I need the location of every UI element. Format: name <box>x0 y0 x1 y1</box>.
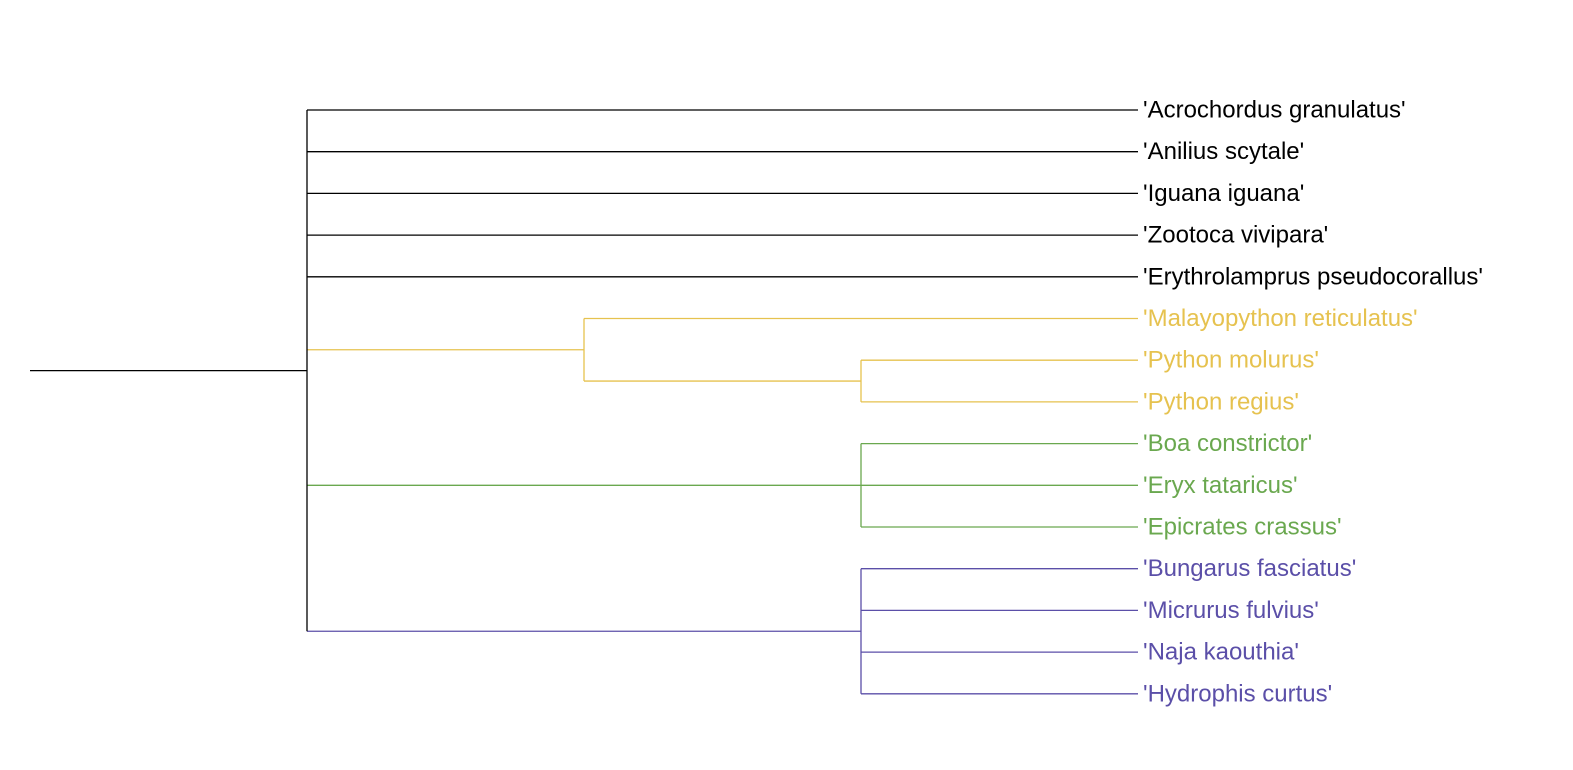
leaf-label: 'Anilius scytale' <box>1143 138 1304 165</box>
leaf-label: 'Bungarus fasciatus' <box>1143 555 1356 582</box>
leaf-label: 'Acrochordus granulatus' <box>1143 97 1406 124</box>
leaf-label: 'Micrurus fulvius' <box>1143 597 1319 624</box>
tree-branches <box>30 109 1138 695</box>
leaf-label: 'Eryx tataricus' <box>1143 472 1298 499</box>
leaf-label: 'Python molurus' <box>1143 347 1319 374</box>
leaf-label: 'Malayopython reticulatus' <box>1143 305 1418 332</box>
leaf-label: 'Zootoca vivipara' <box>1143 222 1328 249</box>
leaf-label: 'Naja kaouthia' <box>1143 639 1299 666</box>
leaf-label: 'Hydrophis curtus' <box>1143 680 1332 707</box>
leaf-label: 'Epicrates crassus' <box>1143 514 1342 541</box>
leaf-label: 'Erythrolamprus pseudocorallus' <box>1143 263 1483 290</box>
leaf-labels: 'Acrochordus granulatus' 'Anilius scytale… <box>1143 97 1483 708</box>
leaf-label: 'Iguana iguana' <box>1143 180 1304 207</box>
leaf-label: 'Boa constrictor' <box>1143 430 1312 457</box>
leaf-label: 'Python regius' <box>1143 388 1299 415</box>
